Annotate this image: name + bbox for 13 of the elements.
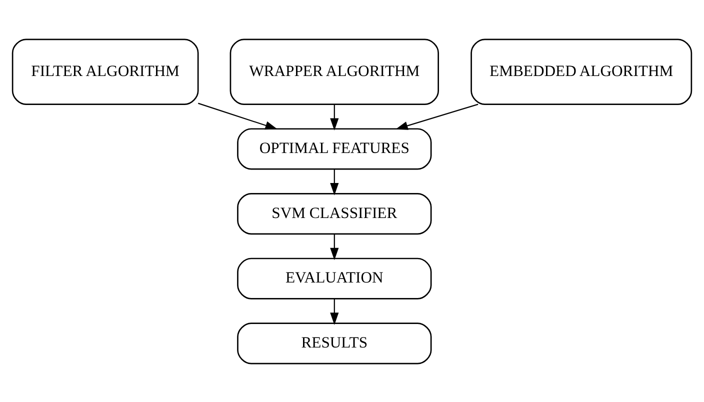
node-box: WRAPPER ALGORITHM bbox=[230, 38, 439, 104]
arrow bbox=[198, 102, 278, 130]
node-box: EMBEDDED ALGORITHM bbox=[470, 38, 692, 104]
arrow bbox=[330, 104, 339, 130]
node-box: OPTIMAL FEATURES bbox=[237, 128, 432, 170]
arrow bbox=[330, 234, 339, 260]
arrow bbox=[330, 168, 339, 195]
node-box: FILTER ALGORITHM bbox=[12, 38, 199, 104]
node-box: SVM CLASSIFIER bbox=[237, 192, 432, 234]
node-box: EVALUATION bbox=[237, 257, 432, 299]
node-box: RESULTS bbox=[237, 322, 432, 364]
arrow bbox=[330, 298, 339, 324]
arrow bbox=[396, 103, 478, 130]
